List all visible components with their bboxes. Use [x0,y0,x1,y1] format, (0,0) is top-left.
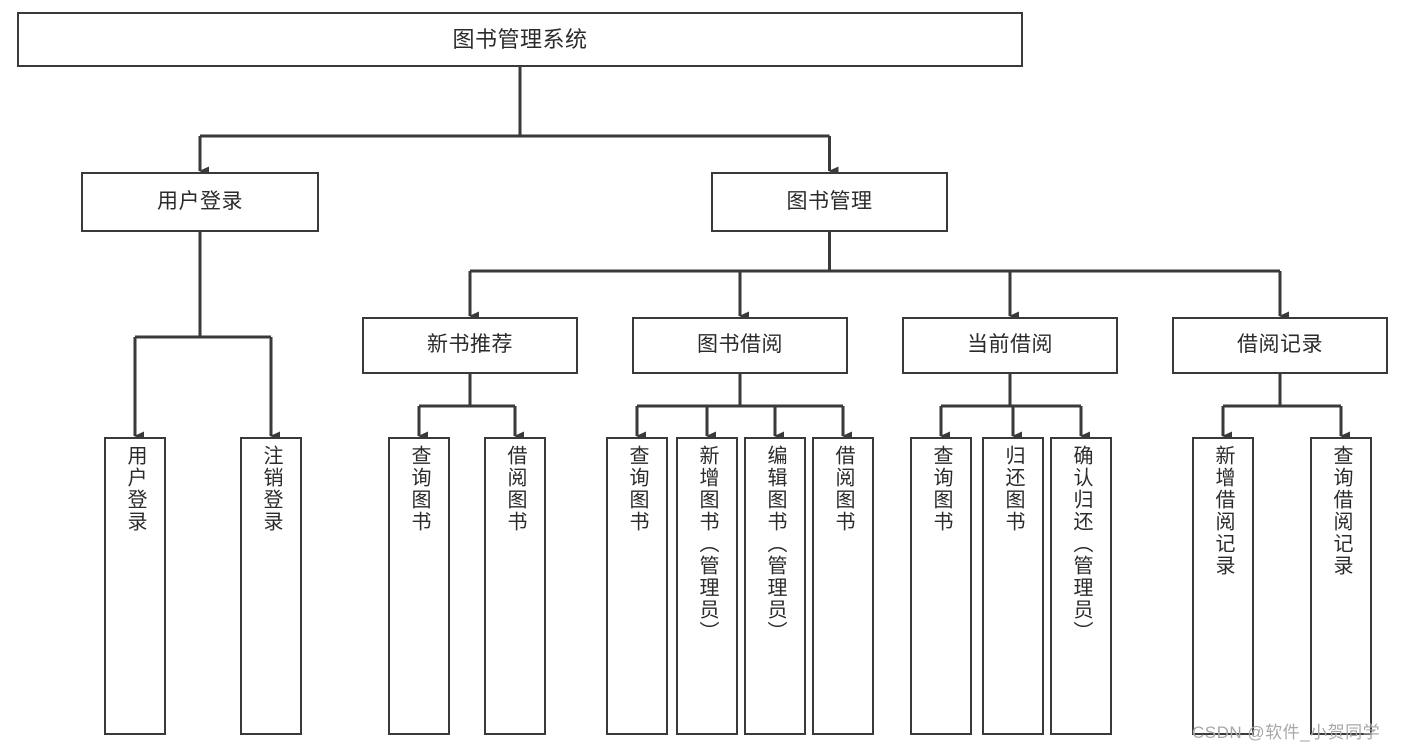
node-leaf-query-book-1[interactable]: 查询图书 [388,437,450,735]
node-label-new-book-recommend: 新书推荐 [427,333,513,357]
node-leaf-query-book-3[interactable]: 查询图书 [910,437,972,735]
node-label-user-login: 用户登录 [157,189,243,213]
edge-layer [133,67,1350,441]
node-label-leaf-borrow-book-2: 借阅图书 [832,445,854,533]
node-label-leaf-query-record: 查询借阅记录 [1330,445,1352,577]
node-label-leaf-add-record: 新增借阅记录 [1212,445,1234,577]
node-leaf-borrow-book-1[interactable]: 借阅图书 [484,437,546,735]
node-label-borrow-record: 借阅记录 [1237,333,1323,357]
node-leaf-return-book[interactable]: 归还图书 [982,437,1044,735]
node-borrow-record[interactable]: 借阅记录 [1172,317,1388,374]
node-current-borrow[interactable]: 当前借阅 [902,317,1118,374]
node-label-current-borrow: 当前借阅 [967,333,1053,357]
node-user-login[interactable]: 用户登录 [81,172,319,232]
node-label-leaf-confirm-return: 确认归还（管理员） [1070,445,1092,643]
node-label-leaf-borrow-book-1: 借阅图书 [504,445,526,533]
node-leaf-edit-book[interactable]: 编辑图书（管理员） [744,437,806,735]
node-label-book-manage: 图书管理 [786,189,873,213]
node-leaf-user-login[interactable]: 用户登录 [104,437,166,735]
node-label-leaf-edit-book: 编辑图书（管理员） [764,445,786,643]
node-label-leaf-return-book: 归还图书 [1002,445,1024,533]
node-leaf-logout[interactable]: 注销登录 [240,437,302,735]
node-leaf-borrow-book-2[interactable]: 借阅图书 [812,437,874,735]
node-leaf-add-record[interactable]: 新增借阅记录 [1192,437,1254,735]
node-label-leaf-query-book-3: 查询图书 [930,445,952,533]
node-book-manage[interactable]: 图书管理 [711,172,948,232]
node-book-borrow[interactable]: 图书借阅 [632,317,848,374]
node-root[interactable]: 图书管理系统 [17,12,1023,67]
node-label-leaf-add-book: 新增图书（管理员） [696,445,718,643]
node-leaf-add-book[interactable]: 新增图书（管理员） [676,437,738,735]
node-label-leaf-user-login: 用户登录 [124,445,146,533]
node-label-leaf-query-book-2: 查询图书 [626,445,648,533]
node-leaf-confirm-return[interactable]: 确认归还（管理员） [1050,437,1112,735]
node-label-leaf-logout: 注销登录 [260,445,282,533]
node-leaf-query-book-2[interactable]: 查询图书 [606,437,668,735]
node-label-book-borrow: 图书借阅 [697,333,783,357]
node-label-leaf-query-book-1: 查询图书 [408,445,430,533]
node-new-book-recommend[interactable]: 新书推荐 [362,317,578,374]
csdn-watermark: CSDN @软件_小贺同学 [1192,723,1381,742]
node-leaf-query-record[interactable]: 查询借阅记录 [1310,437,1372,735]
node-label-root: 图书管理系统 [452,26,588,52]
